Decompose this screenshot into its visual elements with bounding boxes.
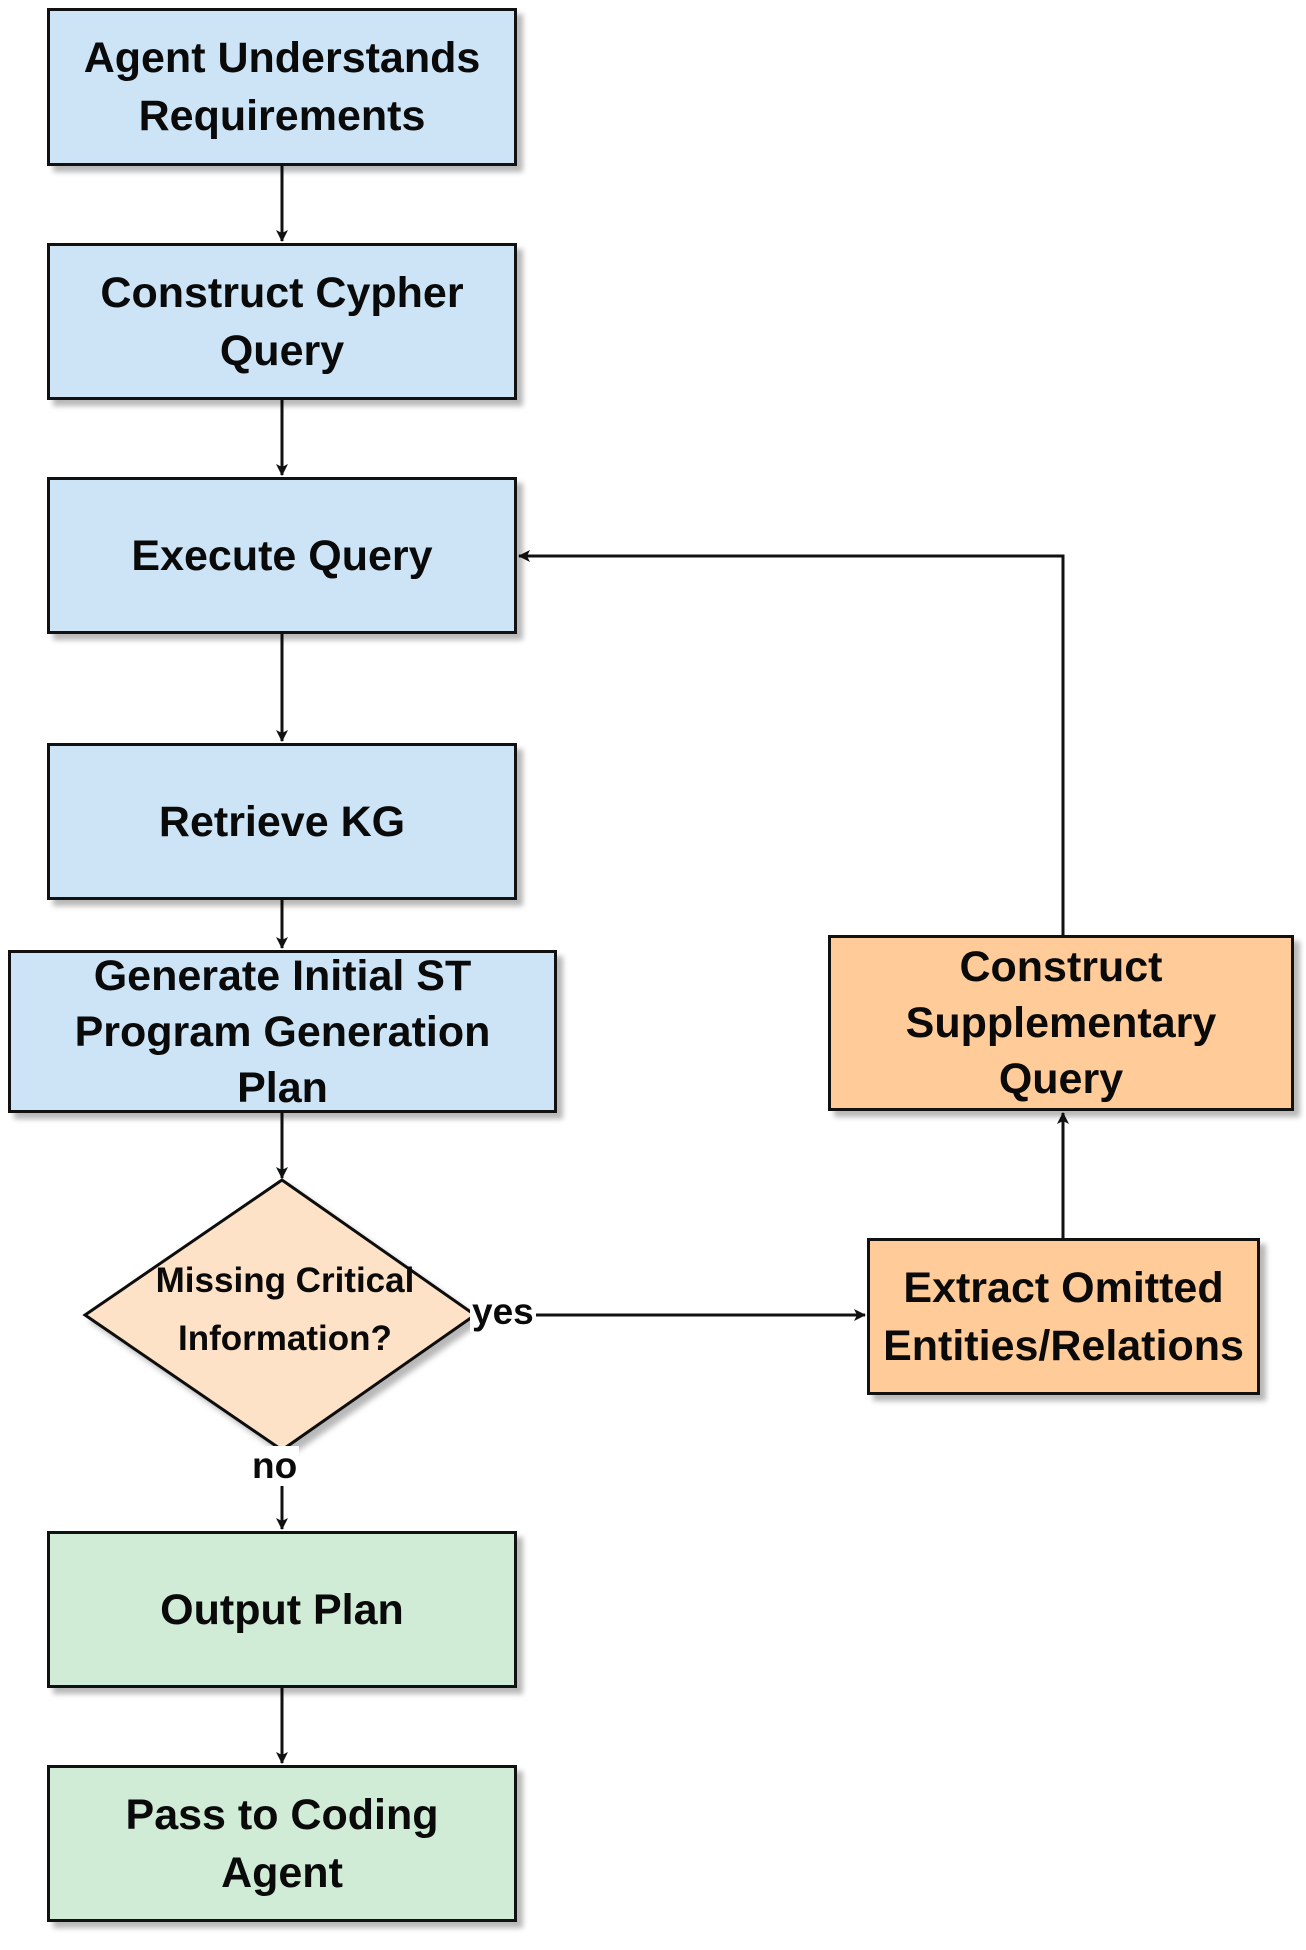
node-label: Construct Supplementary Query (905, 943, 1217, 1103)
node-label: Construct Cypher Query (100, 268, 464, 375)
node-label: Extract Omitted Entities/Relations (883, 1263, 1244, 1370)
node-construct-supplementary-query: Construct Supplementary Query (828, 935, 1294, 1111)
node-generate-initial-plan: Generate Initial ST Program Generation P… (8, 950, 557, 1113)
node-pass-to-coding-agent: Pass to Coding Agent (47, 1765, 517, 1922)
node-label: Output Plan (160, 1585, 404, 1634)
node-label: Generate Initial ST Program Generation P… (74, 951, 491, 1112)
node-extract-omitted-entities: Extract Omitted Entities/Relations (867, 1238, 1260, 1395)
edge-label-yes: yes (470, 1291, 536, 1332)
node-output-plan: Output Plan (47, 1531, 517, 1688)
edge-supplementary-to-execute (518, 550, 1065, 935)
node-retrieve-kg: Retrieve KG (47, 743, 517, 900)
node-execute-query: Execute Query (47, 477, 517, 634)
node-label: Execute Query (131, 531, 433, 580)
node-agent-understands-requirements: Agent Understands Requirements (47, 8, 517, 166)
node-construct-cypher-query: Construct Cypher Query (47, 243, 517, 400)
edge-label-no: no (250, 1445, 300, 1486)
decision-text: Missing Critical Information? (155, 1261, 415, 1358)
node-label: Retrieve KG (158, 797, 406, 846)
node-label: Pass to Coding Agent (125, 1790, 439, 1897)
node-label: Agent Understands Requirements (83, 34, 481, 140)
decision-label: Missing Critical Information? (85, 1245, 485, 1375)
